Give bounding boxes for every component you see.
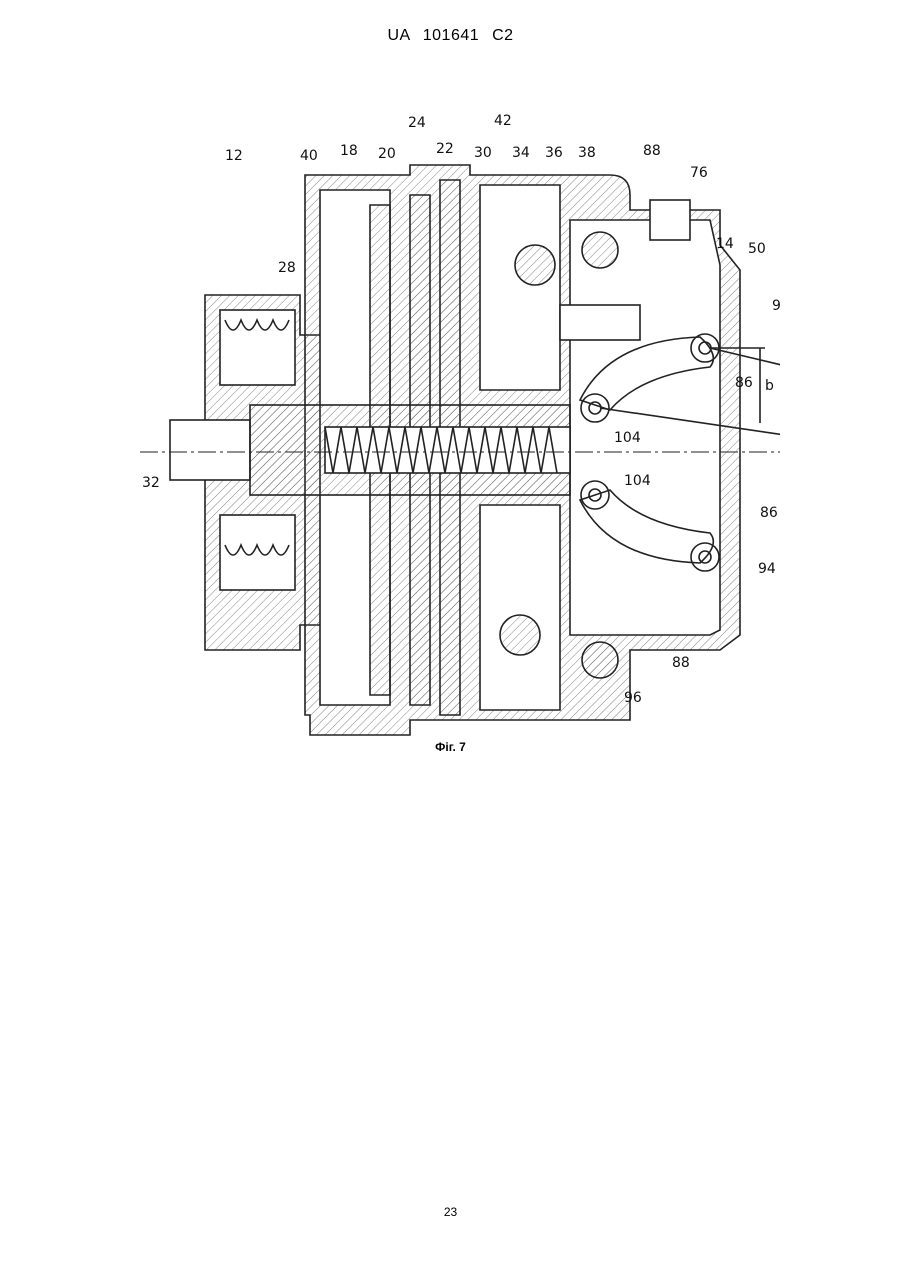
- label-34: 34: [512, 145, 530, 161]
- label-18: 18: [340, 143, 358, 159]
- label-88-top: 88: [643, 143, 661, 159]
- label-42: 42: [494, 113, 512, 129]
- label-32: 32: [142, 475, 160, 491]
- label-20: 20: [378, 146, 396, 162]
- label-86-top: 86: [735, 375, 753, 391]
- label-94-top: 94: [772, 298, 780, 314]
- label-22: 22: [436, 141, 454, 157]
- label-50: 50: [748, 241, 766, 257]
- label-30: 30: [474, 145, 492, 161]
- label-14: 14: [716, 236, 734, 252]
- label-76: 76: [690, 165, 708, 181]
- label-40: 40: [300, 148, 318, 164]
- label-104-top: 104: [614, 430, 641, 446]
- page-number: 23: [0, 1205, 901, 1219]
- label-38: 38: [578, 145, 596, 161]
- label-b: b: [765, 378, 774, 394]
- drawing-svg: 12 40 18 20 24 22 42 30 34 36 38 88 76 1…: [140, 105, 780, 740]
- technical-drawing: 12 40 18 20 24 22 42 30 34 36 38 88 76 1…: [140, 105, 780, 740]
- label-96: 96: [624, 690, 642, 706]
- label-104-bottom: 104: [624, 473, 651, 489]
- label-28: 28: [278, 260, 296, 276]
- label-12: 12: [225, 148, 243, 164]
- label-86-bottom: 86: [760, 505, 778, 521]
- figure-caption: Фіг. 7: [0, 740, 901, 754]
- patent-header: UA 101641 C2: [0, 27, 901, 45]
- label-88-bottom: 88: [672, 655, 690, 671]
- label-94-bottom: 94: [758, 561, 776, 577]
- label-24: 24: [408, 115, 426, 131]
- label-36: 36: [545, 145, 563, 161]
